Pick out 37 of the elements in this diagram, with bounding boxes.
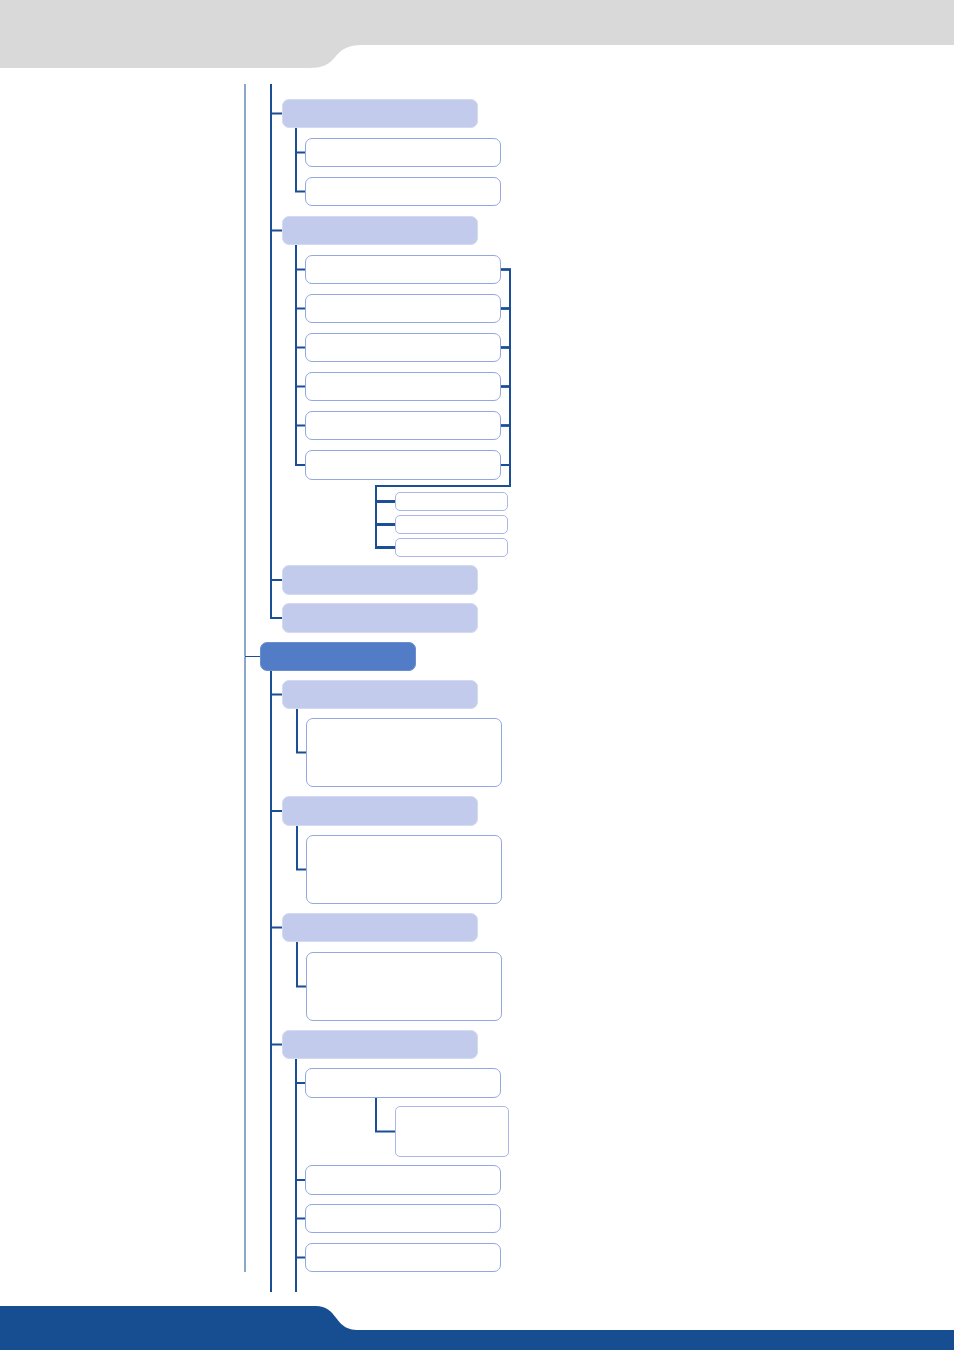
entry-box — [305, 1068, 501, 1098]
entry-box — [305, 1243, 501, 1272]
entry-box — [305, 1204, 501, 1233]
connector-line — [295, 1058, 306, 1293]
entry-box — [305, 177, 501, 206]
section-box — [282, 913, 478, 942]
connector-line — [295, 244, 306, 466]
connector-line — [295, 127, 306, 193]
sub-entry-box — [395, 538, 508, 557]
section-box — [282, 99, 478, 128]
entry-box — [305, 255, 501, 284]
section-box — [282, 680, 478, 709]
connector-line — [296, 825, 307, 871]
entry-box — [305, 1165, 501, 1195]
connector-line — [375, 1097, 396, 1133]
connector-line — [244, 83, 261, 1273]
sub-entry-box — [395, 492, 508, 511]
connector-line — [296, 708, 307, 754]
entry-box — [306, 835, 502, 904]
section-box — [282, 1030, 478, 1059]
section-box — [282, 565, 478, 595]
entry-box — [306, 952, 502, 1021]
connector-line — [296, 941, 307, 988]
entry-box — [305, 372, 501, 401]
entry-box — [306, 718, 502, 787]
entry-box — [305, 138, 501, 167]
entry-box — [305, 411, 501, 440]
section-box — [282, 796, 478, 826]
section-box — [282, 216, 478, 245]
sub-entry-box — [395, 1106, 509, 1157]
entry-box — [305, 450, 501, 480]
connector-line — [375, 464, 511, 549]
entry-box — [305, 294, 501, 323]
heading-box — [260, 642, 416, 671]
sub-entry-box — [395, 515, 508, 534]
entry-box — [305, 333, 501, 362]
section-box — [282, 603, 478, 633]
